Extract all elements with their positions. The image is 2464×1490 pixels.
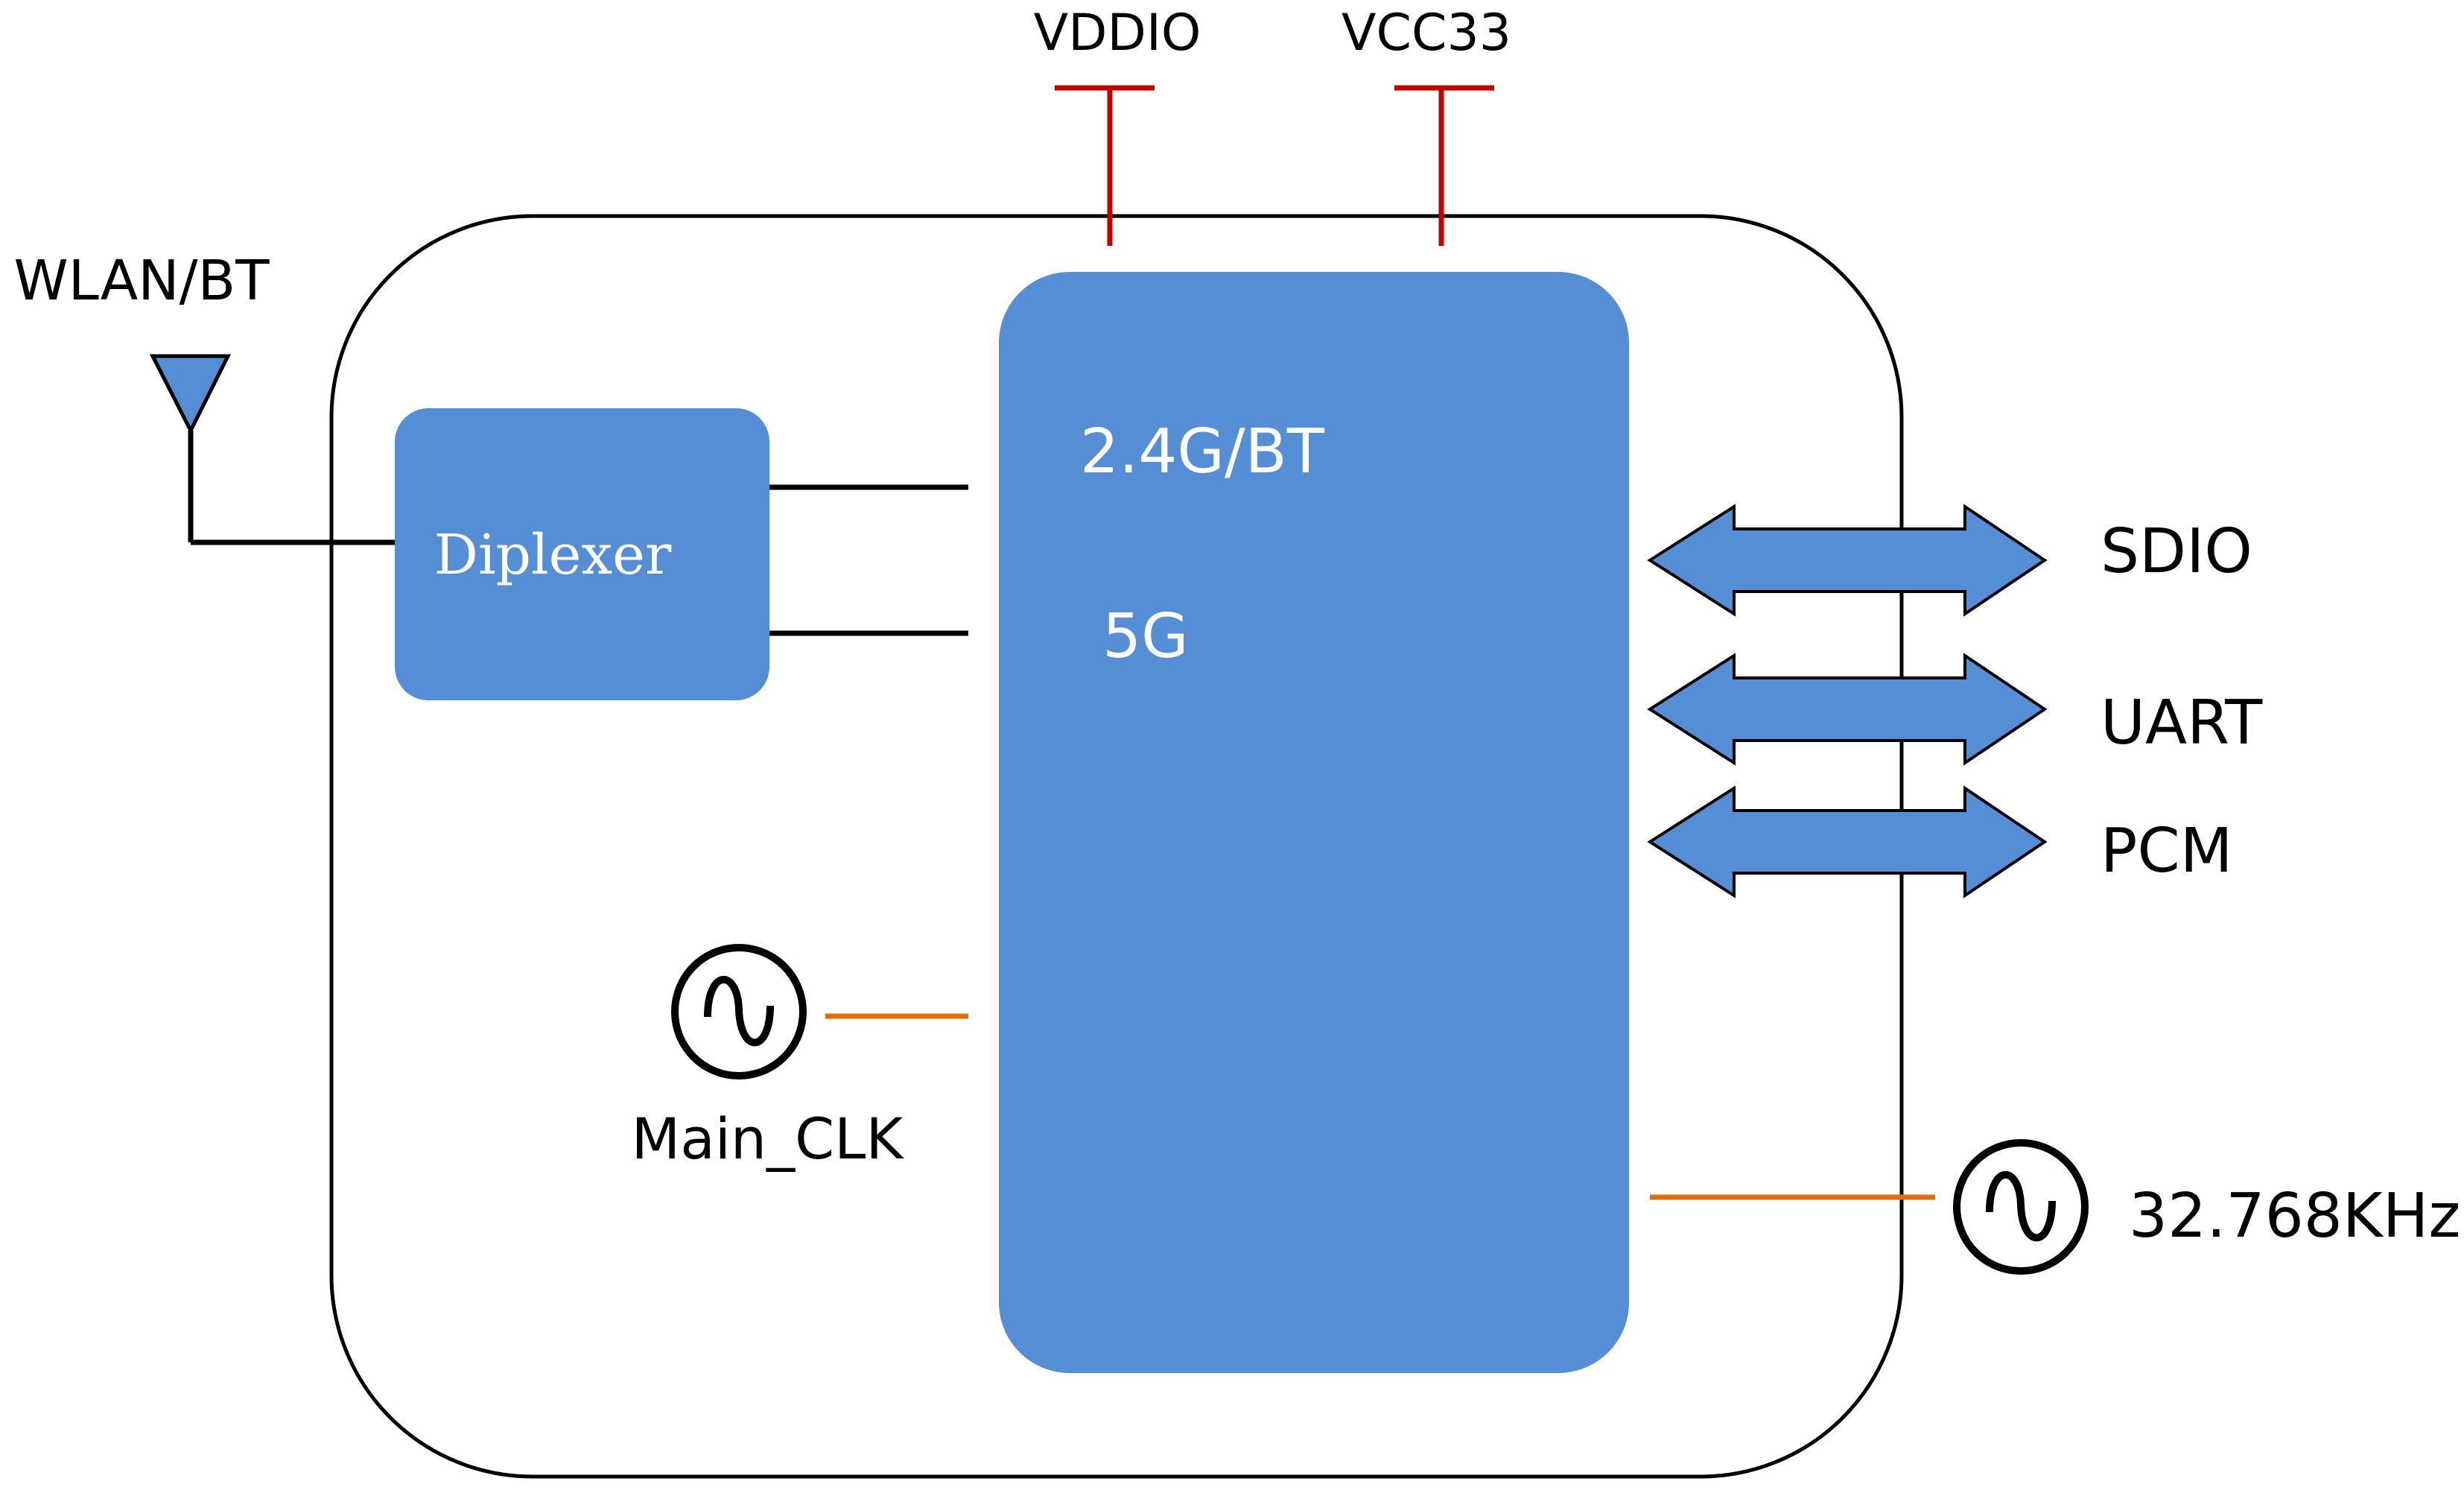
pcm-label: PCM (2101, 816, 2232, 887)
sdio-label: SDIO (2101, 516, 2252, 587)
sdio-arrow (1647, 504, 2048, 617)
power-vcc33: VCC33 (1341, 4, 1511, 246)
rtc-oscillator-icon (1953, 1139, 2089, 1275)
power-vddio: VDDIO (1034, 4, 1201, 246)
diplexer-block (395, 408, 769, 700)
vcc33-label: VCC33 (1341, 4, 1511, 63)
band-24g-label: 2.4G/BT (1080, 416, 1325, 487)
uart-arrow (1647, 653, 2048, 766)
main-clk-label: Main_CLK (632, 1106, 905, 1172)
rtc-label: 32.768KHz (2129, 1181, 2460, 1252)
vddio-label: VDDIO (1034, 4, 1201, 63)
diplexer-label: Diplexer (434, 523, 672, 587)
band-5g-label: 5G (1102, 601, 1189, 672)
pcm-arrow (1647, 785, 2048, 898)
chip-block (999, 272, 1629, 1373)
antenna-icon (149, 354, 395, 545)
main-clk-oscillator-icon (671, 944, 807, 1080)
uart-label: UART (2101, 688, 2263, 758)
antenna-label: WLAN/BT (14, 249, 270, 313)
